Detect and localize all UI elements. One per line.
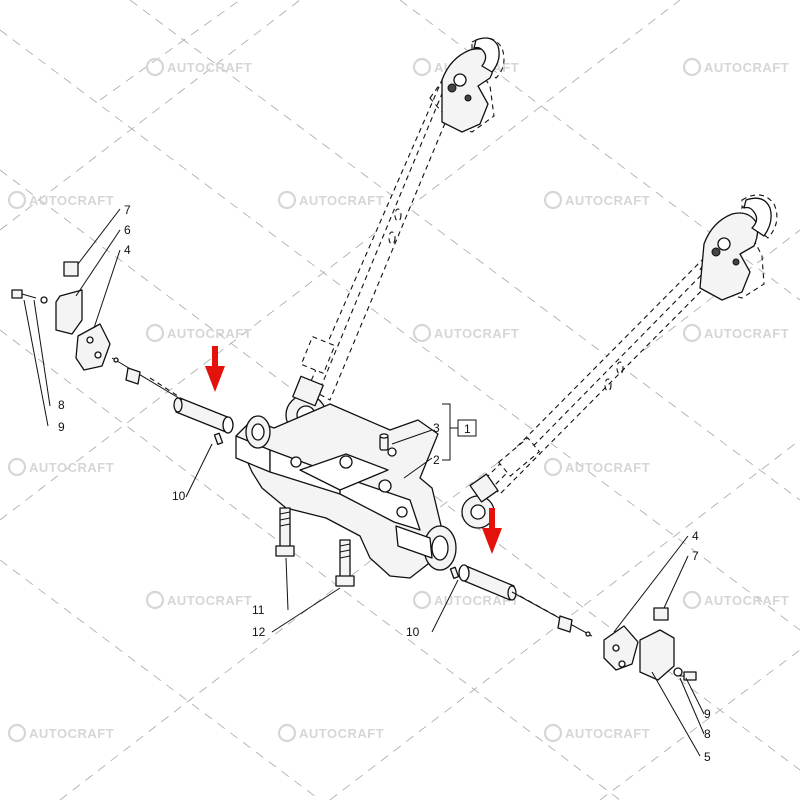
washer-8-right: [673, 667, 683, 677]
watermark: AUTOCRAFT: [682, 323, 789, 343]
svg-text:AUTOCRAFT: AUTOCRAFT: [299, 726, 384, 741]
callout-1: 1: [464, 422, 471, 436]
svg-text:AUTOCRAFT: AUTOCRAFT: [29, 460, 114, 475]
callout-6: 6: [124, 223, 131, 237]
svg-text:AUTOCRAFT: AUTOCRAFT: [434, 326, 519, 341]
right-pin-10: [449, 566, 460, 580]
watermark: AUTOCRAFT: [7, 457, 114, 477]
callout-labels: 1 2 3 4 6 7 8 9 10 11 12 10 4 7 9 8 5: [58, 203, 711, 764]
callout-9-right: 9: [704, 707, 711, 721]
right-sensor-shaft: [511, 591, 593, 637]
right-arm-head: [699, 197, 772, 301]
watermark: AUTOCRAFT: [412, 590, 519, 610]
plate-5-right: [639, 629, 675, 681]
callout-8-left: 8: [58, 398, 65, 412]
watermark: AUTOCRAFT: [682, 57, 789, 77]
callout-4-left: 4: [124, 243, 131, 257]
right-arm-end: [461, 473, 499, 529]
svg-text:AUTOCRAFT: AUTOCRAFT: [299, 193, 384, 208]
callout-10-left: 10: [172, 489, 186, 503]
left-lift-arm-phantom: [300, 37, 505, 401]
bolt-12: [335, 539, 355, 587]
callout-7-left: 7: [124, 203, 131, 217]
watermark: AUTOCRAFT: [277, 190, 384, 210]
plate-6-left: [55, 289, 83, 335]
watermark: AUTOCRAFT: [412, 323, 519, 343]
red-down-arrow-icon: [205, 346, 225, 392]
svg-text:AUTOCRAFT: AUTOCRAFT: [167, 60, 252, 75]
reference-bracket-1: [442, 403, 477, 461]
callout-2: 2: [433, 453, 440, 467]
leader-lines: [23, 208, 705, 757]
watermark: AUTOCRAFT: [277, 723, 384, 743]
callout-11: 11: [252, 603, 265, 617]
right-sleeve: [458, 564, 517, 601]
svg-text:AUTOCRAFT: AUTOCRAFT: [167, 326, 252, 341]
washer-8-left: [40, 296, 48, 304]
bolt-9-left: [11, 289, 37, 299]
svg-text:AUTOCRAFT: AUTOCRAFT: [704, 326, 789, 341]
watermark: AUTOCRAFT: [682, 590, 789, 610]
callout-4-right: 4: [692, 529, 699, 543]
watermark: AUTOCRAFT: [145, 590, 252, 610]
callout-5: 5: [704, 750, 711, 764]
left-pin-10: [213, 432, 224, 446]
callout-12: 12: [252, 625, 266, 639]
nut-7-right: [653, 607, 669, 621]
watermark: AUTOCRAFT: [145, 57, 252, 77]
svg-text:AUTOCRAFT: AUTOCRAFT: [565, 460, 650, 475]
callout-8-right: 8: [704, 727, 711, 741]
callout-9-left: 9: [58, 420, 65, 434]
nut-7-left: [63, 261, 79, 277]
left-bracket-assembly: [11, 261, 111, 371]
watermark: AUTOCRAFT: [543, 457, 650, 477]
svg-text:AUTOCRAFT: AUTOCRAFT: [167, 593, 252, 608]
svg-text:AUTOCRAFT: AUTOCRAFT: [704, 60, 789, 75]
red-down-arrow-icon: [482, 508, 502, 554]
callout-3: 3: [433, 421, 440, 435]
left-arm-head: [441, 37, 500, 133]
hitch-cross-shaft: [235, 403, 457, 579]
left-sensor-shaft: [111, 357, 183, 401]
svg-text:AUTOCRAFT: AUTOCRAFT: [29, 193, 114, 208]
svg-text:AUTOCRAFT: AUTOCRAFT: [565, 726, 650, 741]
bolt-11: [275, 507, 295, 557]
watermark: AUTOCRAFT: [543, 723, 650, 743]
svg-text:AUTOCRAFT: AUTOCRAFT: [434, 593, 519, 608]
bolt-9-right: [678, 671, 697, 681]
callout-10-right: 10: [406, 625, 420, 639]
left-sleeve: [173, 397, 234, 434]
watermark: AUTOCRAFT: [145, 323, 252, 343]
svg-text:AUTOCRAFT: AUTOCRAFT: [704, 593, 789, 608]
watermark: AUTOCRAFT: [7, 190, 114, 210]
callout-7-right: 7: [692, 549, 699, 563]
watermark: AUTOCRAFT: [543, 190, 650, 210]
bracket-4-right: [603, 625, 639, 671]
watermark: AUTOCRAFT: [7, 723, 114, 743]
svg-text:AUTOCRAFT: AUTOCRAFT: [565, 193, 650, 208]
svg-text:AUTOCRAFT: AUTOCRAFT: [29, 726, 114, 741]
right-bracket-assembly: [603, 607, 697, 681]
bracket-4-left: [75, 323, 111, 371]
pin-3: [379, 433, 389, 451]
